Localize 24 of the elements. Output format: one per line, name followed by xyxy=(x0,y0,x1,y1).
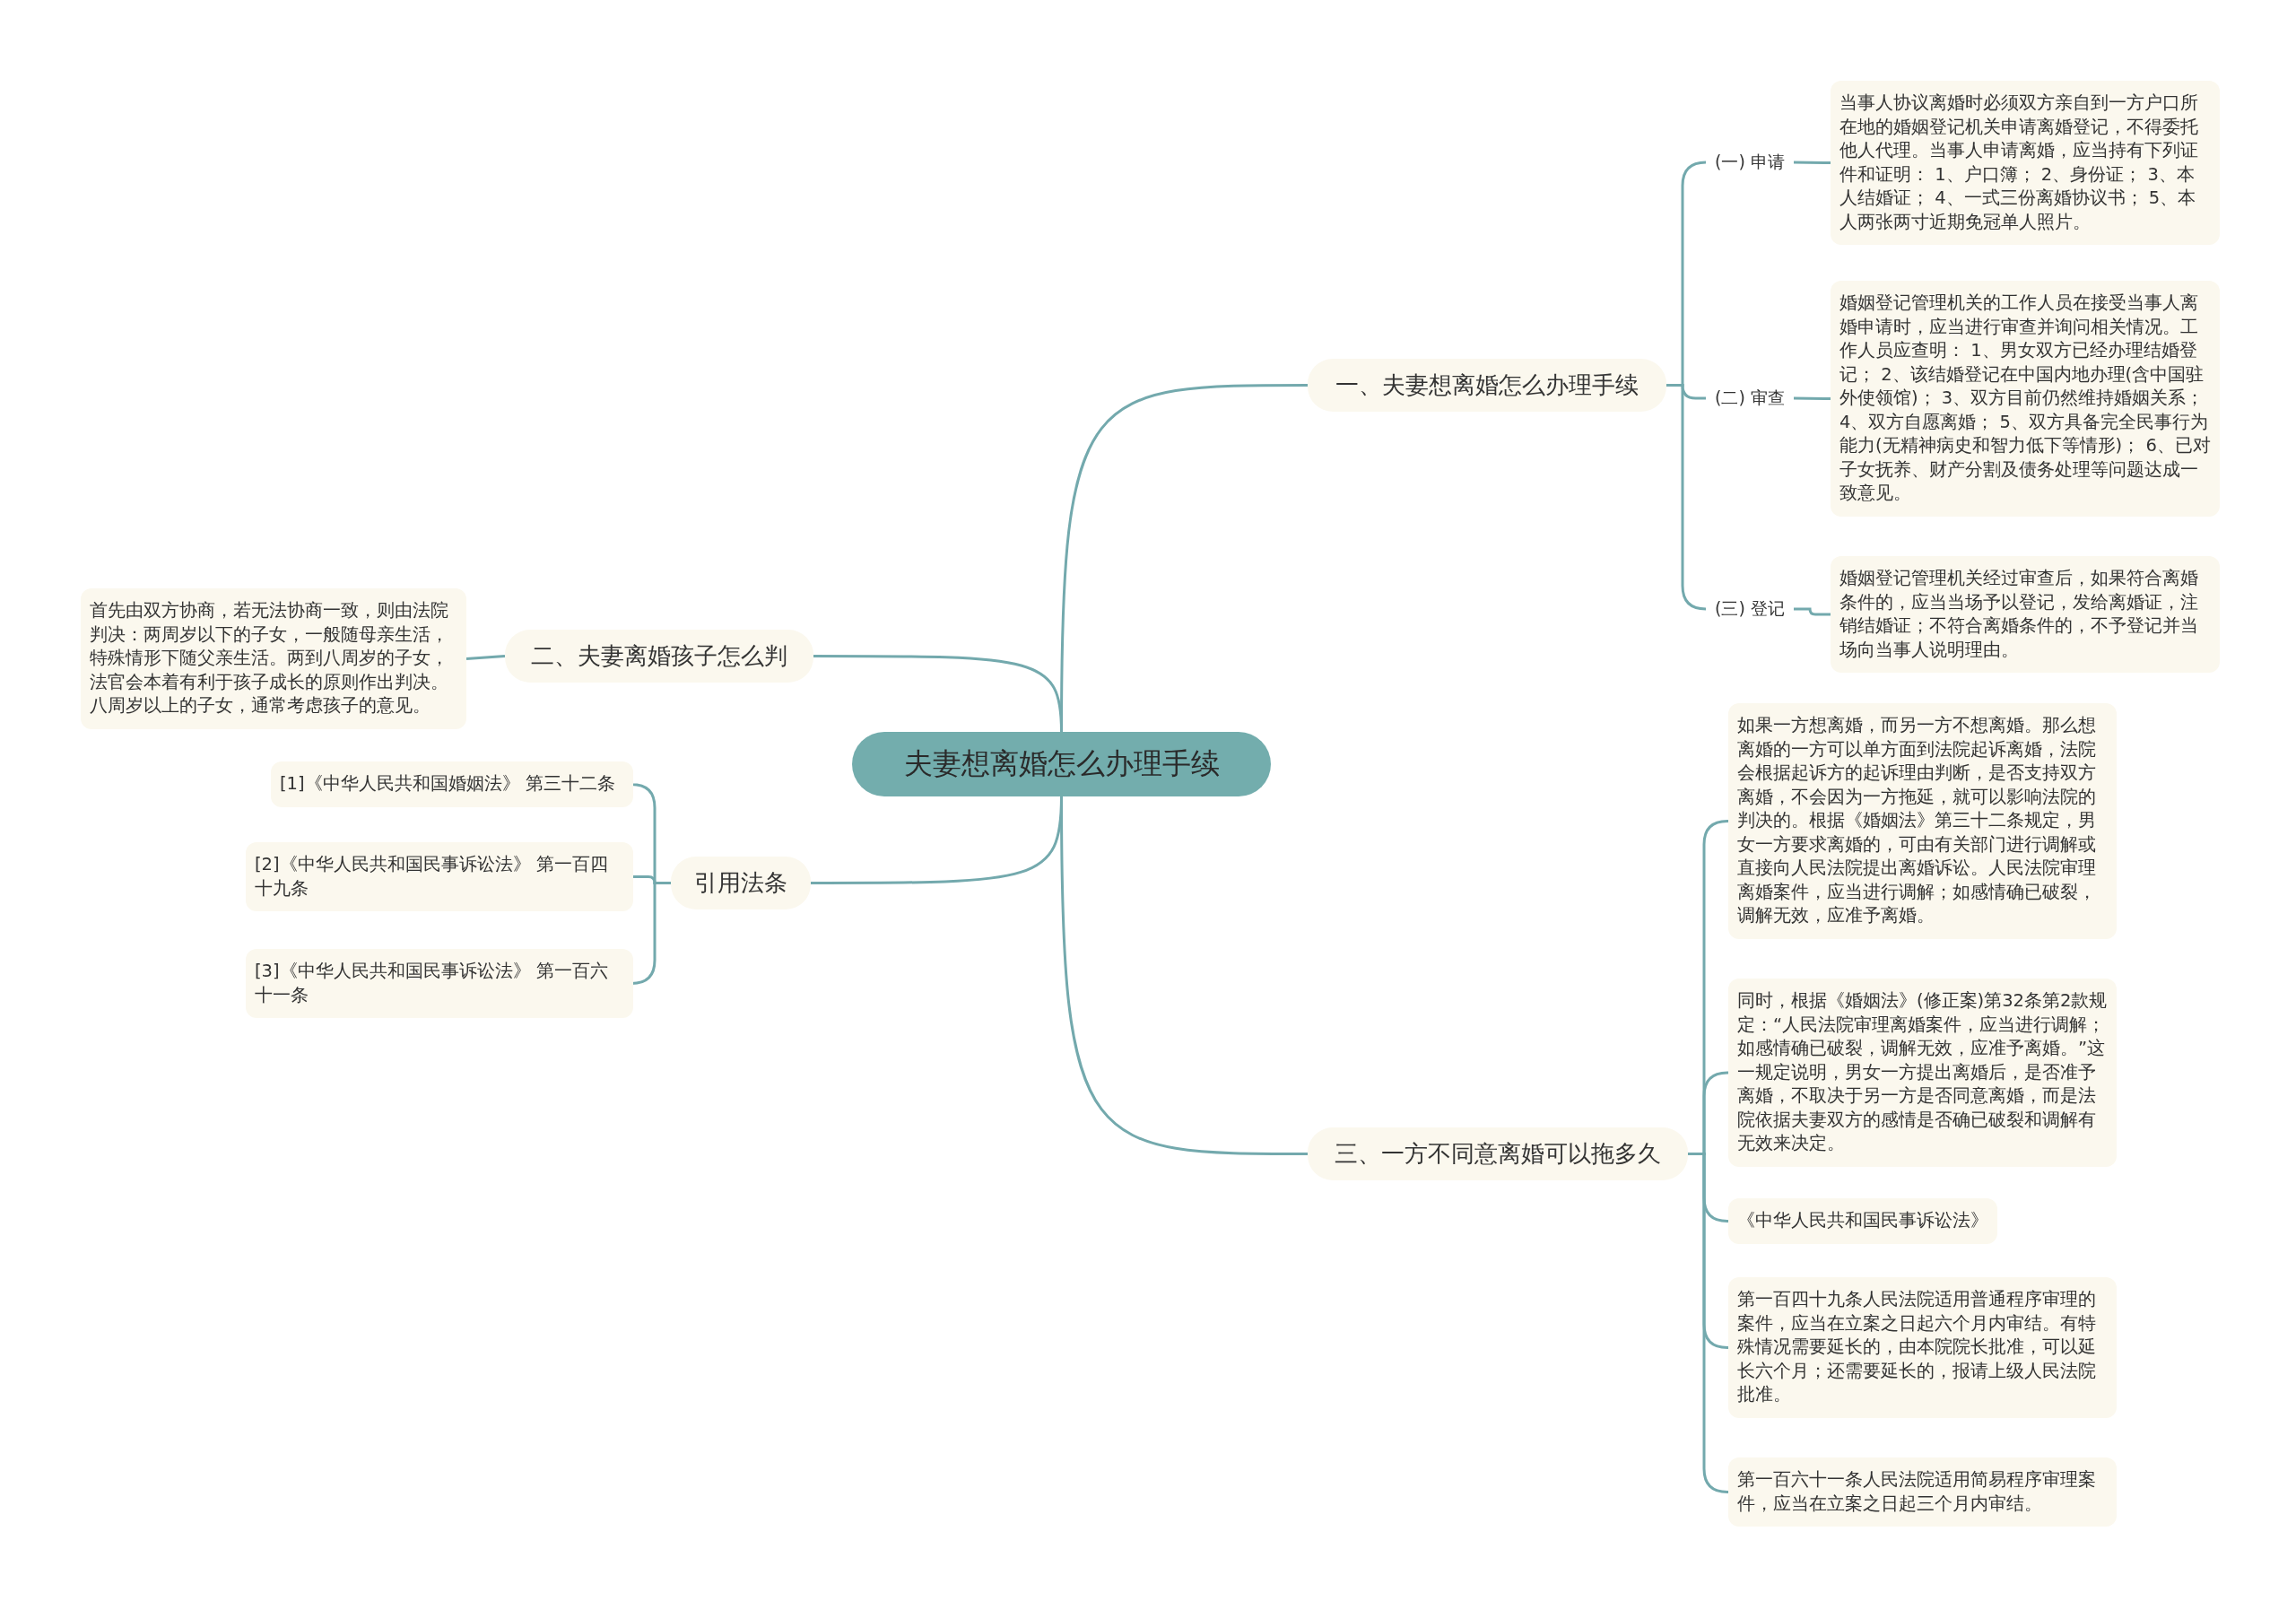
connector-line xyxy=(1794,607,1831,616)
branch-topic: 一、夫妻想离婚怎么办理手续 xyxy=(1308,359,1666,412)
note-card: [1]《中华人民共和国婚姻法》 第三十二条 xyxy=(271,761,633,807)
note-card: 婚姻登记管理机关经过审查后，如果符合离婚条件的，应当当场予以登记，发给离婚证，注销结婚证；不符合离婚条件的，不予登记并当场向当事人说明理由。 xyxy=(1831,556,2220,673)
connector-line xyxy=(1793,396,1831,400)
note-card: 如果一方想离婚，而另一方不想离婚。那么想离婚的一方可以单方面到法院起诉离婚，法院会根据起诉方的起诉理由判断，是否支持双方离婚，不会因为一方拖延，就可以影响法院的判决的。根据《婚姻法》第三十二条规定，男女一方要求离婚的，可由有关部门进行调解或直接向人民法院提出离婚诉讼。人民法院审理离婚案件，应当进行调解；如感情确已破裂，调解无效，应准予离婚。 xyxy=(1728,703,2117,939)
note-card: 第一百六十一条人民法院适用简易程序审理案件，应当在立案之日起三个月内审结。 xyxy=(1728,1457,2117,1527)
note-card: [2]《中华人民共和国民事诉讼法》 第一百四十九条 xyxy=(246,842,633,911)
note-card: 首先由双方协商，若无法协商一致，则由法院判决：两周岁以下的子女，一般随母亲生活，特殊情形下随父亲生活。两到八周岁的子女，法官会本着有利于孩子成长的原则作出判决。八周岁以上的子女，通常考虑孩子的意见。 xyxy=(81,588,466,729)
note-card: 当事人协议离婚时必须双方亲自到一方户口所在地的婚姻登记机关申请离婚登记，不得委托他人代理。当事人申请离婚，应当持有下列证件和证明： 1、户口簿； 2、身份证； 3、本人结婚证； 4、一式三份离婚协议书； 5、本人两张两寸近期免冠单人照片。 xyxy=(1831,81,2220,245)
branch-topic: 二、夫妻离婚孩子怎么判 xyxy=(505,630,813,683)
note-card: 第一百四十九条人民法院适用普通程序审理的案件，应当在立案之日起六个月内审结。有特殊情况需要延长的，由本院院长批准，可以延长六个月；还需要延长的，报请上级人民法院批准。 xyxy=(1728,1277,2117,1418)
note-card: 《中华人民共和国民事诉讼法》 xyxy=(1728,1198,1997,1244)
note-card: 婚姻登记管理机关的工作人员在接受当事人离婚申请时，应当进行审查并询问相关情况。工作人员应查明： 1、男女双方已经办理结婚登记； 2、该结婚登记在中国内地办理(含中国驻外使领馆)； 3、双方目前仍然维持婚姻关系； 4、双方自愿离婚； 5、双方具备完全民事行为能力(无精神病史和智力低下等情形)； 6、已对子女抚养、财产分割及债务处理等问题达成一致意见。 xyxy=(1831,281,2220,517)
note-card: [3]《中华人民共和国民事诉讼法》 第一百六十一条 xyxy=(246,949,633,1018)
branch-topic: 三、一方不同意离婚可以拖多久 xyxy=(1308,1127,1688,1180)
connector-line xyxy=(1060,796,1308,1155)
connector-line xyxy=(465,655,506,660)
connector-line xyxy=(813,655,1063,733)
connector-line xyxy=(1793,161,1831,164)
branch-topic: 引用法条 xyxy=(671,857,811,909)
central-topic: 夫妻想离婚怎么办理手续 xyxy=(852,732,1271,796)
note-card: 同时，根据《婚姻法》(修正案)第32条第2款规定：“人民法院审理离婚案件，应当进行调解；如感情确已破裂，调解无效，应准予离婚。”这一规定说明，男女一方提出离婚后，是否准予离婚，不取决于另一方是否同意离婚，而是法院依据夫妻双方的感情是否确已破裂和调解有无效来决定。 xyxy=(1728,979,2117,1167)
connector-line xyxy=(1666,384,1708,611)
